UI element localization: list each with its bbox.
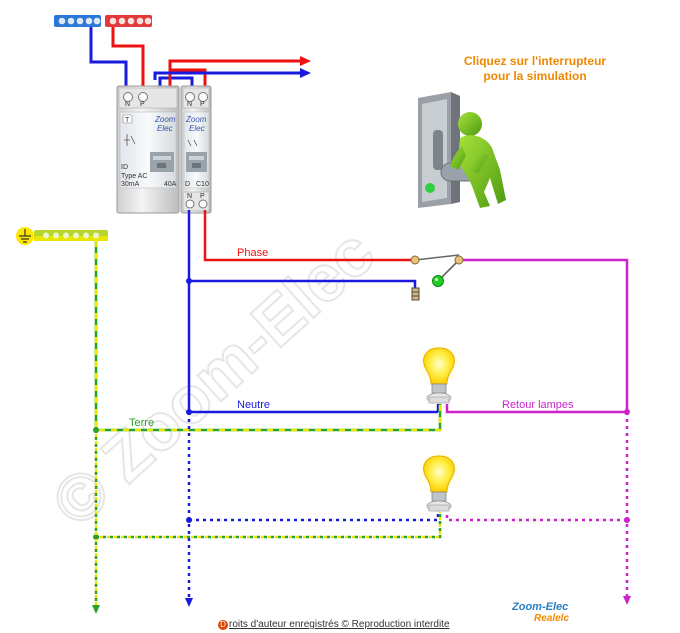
supply-neutral-wire — [89, 27, 128, 92]
earth-wire-yellow — [94, 241, 442, 432]
earth-symbol-icon — [16, 227, 34, 245]
breaker-logo-line1: Zoom — [185, 115, 207, 124]
bridge-phase-wire — [168, 68, 207, 92]
indicator-light-icon — [432, 275, 444, 287]
neutral-wire-indicator — [189, 279, 417, 288]
circuit-breaker: N P Zoom Elec D C10 N P — [180, 85, 212, 214]
breaker-logo-line2: Elec — [189, 124, 205, 133]
footer-initial: D — [218, 620, 228, 630]
differential-switch: N P T Zoom Elec ID Type AC 30mA 40A — [116, 85, 180, 214]
rcd-logo-line2: Elec — [157, 124, 173, 133]
figure-at-switch-icon[interactable] — [418, 92, 506, 208]
terre-label: Terre — [129, 417, 154, 429]
lamp-icon — [417, 342, 461, 404]
breaker-label-p: P — [200, 101, 205, 108]
svg-text:T: T — [125, 117, 130, 124]
instruction-line-1: Cliquez sur l'interrupteur — [463, 54, 607, 68]
bridge-neutral-wire — [158, 76, 194, 92]
instruction-line-2: pour la simulation — [483, 69, 587, 83]
breaker-label-n: N — [187, 101, 192, 108]
watermark: © Zoom-Elec — [38, 215, 388, 541]
outgoing-arrows — [153, 56, 311, 80]
rcd-rating: 40A — [164, 181, 177, 188]
rcd-type-line2: Type AC — [121, 173, 147, 180]
breaker-bottom-p: P — [200, 193, 205, 200]
retour-label: Retour lampes — [502, 399, 574, 411]
neutre-label: Neutre — [237, 399, 270, 411]
rcd-type-line3: 30mA — [121, 181, 140, 188]
footer-text: roits d'auteur enregistrés © Reproductio… — [229, 619, 450, 630]
earth-terminal-bar — [34, 230, 108, 241]
phase-label: Phase — [237, 247, 268, 259]
phase-terminal-bar — [105, 15, 152, 27]
dotted-continuations — [94, 412, 629, 607]
rcd-label-n: N — [125, 101, 130, 108]
simulation-instruction: Cliquez sur l'interrupteur pour la simul… — [430, 54, 640, 84]
breaker-rating: C10 — [196, 181, 209, 188]
phase-wire — [203, 210, 415, 262]
supply-phase-wire — [111, 27, 145, 92]
neutral-terminal-bar — [54, 15, 101, 27]
brand-logo: Zoom-Elec Realelc — [512, 601, 612, 624]
rcd-label-p: P — [140, 101, 145, 108]
down-arrows — [92, 596, 631, 614]
lamp-icon — [417, 450, 461, 512]
rcd-logo-line1: Zoom — [154, 115, 176, 124]
breaker-bottom-n: N — [187, 193, 192, 200]
brand-name: Zoom-Elec — [512, 601, 569, 613]
indicator-resistor-icon — [411, 287, 420, 301]
rcd-type-line1: ID — [121, 164, 128, 171]
brand-sub: Realelc — [534, 613, 570, 624]
breaker-curve: D — [185, 181, 190, 188]
retour-wire — [445, 258, 629, 414]
